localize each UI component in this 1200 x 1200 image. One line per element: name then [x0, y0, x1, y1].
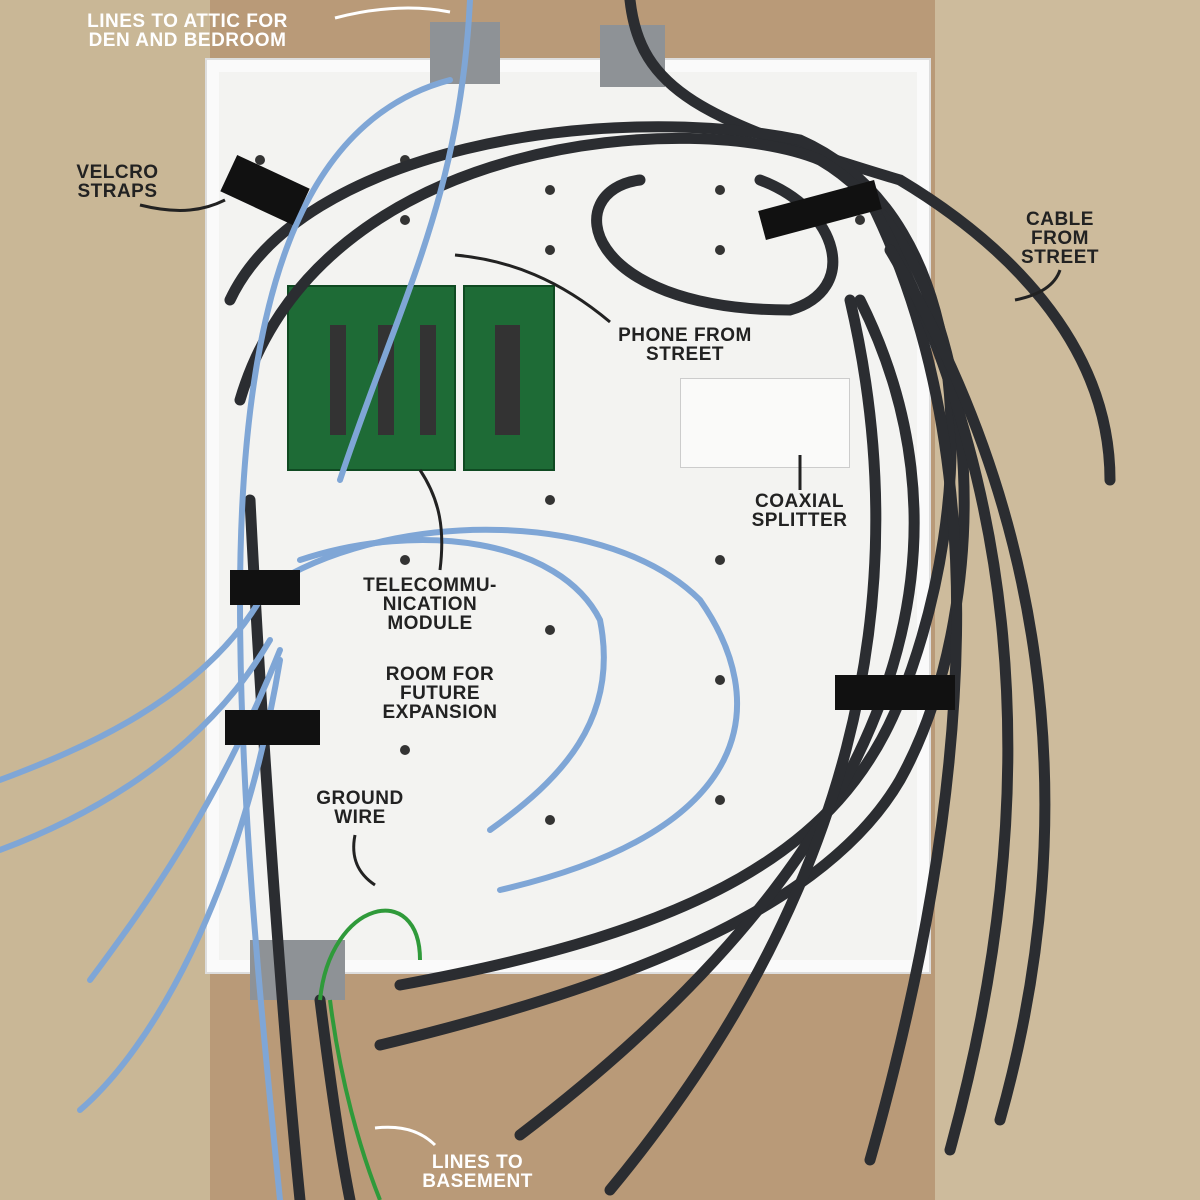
callout-arrows — [139, 6, 1062, 1147]
label-line: CABLE — [1026, 209, 1094, 230]
label-line: EXPANSION — [382, 702, 498, 723]
telecom-board-right — [463, 285, 555, 471]
label-line: BASEMENT — [422, 1171, 533, 1192]
label-room-for-expansion: ROOM FOR FUTURE EXPANSION — [340, 665, 540, 722]
jacks — [330, 325, 520, 435]
label-line: STREET — [646, 344, 724, 365]
conduit-bottom — [250, 940, 345, 1000]
label-lines-to-basement: LINES TO BASEMENT — [395, 1153, 560, 1191]
label-line: DEN AND BEDROOM — [88, 30, 287, 51]
label-velcro-straps: VELCRO STRAPS — [55, 163, 180, 201]
ground-wire — [318, 908, 422, 1200]
label-line: ROOM FOR — [385, 664, 495, 685]
label-telecom-module: TELECOMMU- NICATION MODULE — [330, 576, 530, 633]
panel-holes — [255, 155, 865, 825]
label-phone-from-street: PHONE FROM STREET — [585, 326, 785, 364]
label-line: MODULE — [387, 613, 473, 634]
label-line: VELCRO — [76, 162, 159, 183]
label-line: LINES TO — [431, 1152, 524, 1173]
label-line: NICATION — [382, 594, 478, 615]
label-line: GROUND — [316, 788, 404, 809]
label-line: PHONE FROM — [618, 325, 752, 346]
drywall-left — [0, 0, 210, 1200]
black-cables — [224, 0, 1116, 1200]
label-line: FROM — [1031, 228, 1089, 249]
label-line: STRAPS — [77, 181, 158, 202]
label-lines-to-attic: LINES TO ATTIC FOR DEN AND BEDROOM — [45, 12, 330, 50]
label-cable-from-street: CABLE FROM STREET — [1005, 210, 1115, 267]
label-line: FUTURE — [399, 683, 481, 704]
label-line: LINES TO ATTIC FOR — [87, 11, 288, 32]
coaxial-splitter — [680, 378, 850, 468]
label-coaxial-splitter: COAXIAL SPLITTER — [722, 492, 877, 530]
label-line: SPLITTER — [751, 510, 848, 531]
label-line: COAXIAL — [755, 491, 844, 512]
label-line: WIRE — [334, 807, 386, 828]
velcro-straps — [220, 154, 955, 745]
label-line: TELECOMMU- — [363, 575, 497, 596]
label-ground-wire: GROUND WIRE — [290, 789, 430, 827]
label-line: STREET — [1021, 247, 1099, 268]
